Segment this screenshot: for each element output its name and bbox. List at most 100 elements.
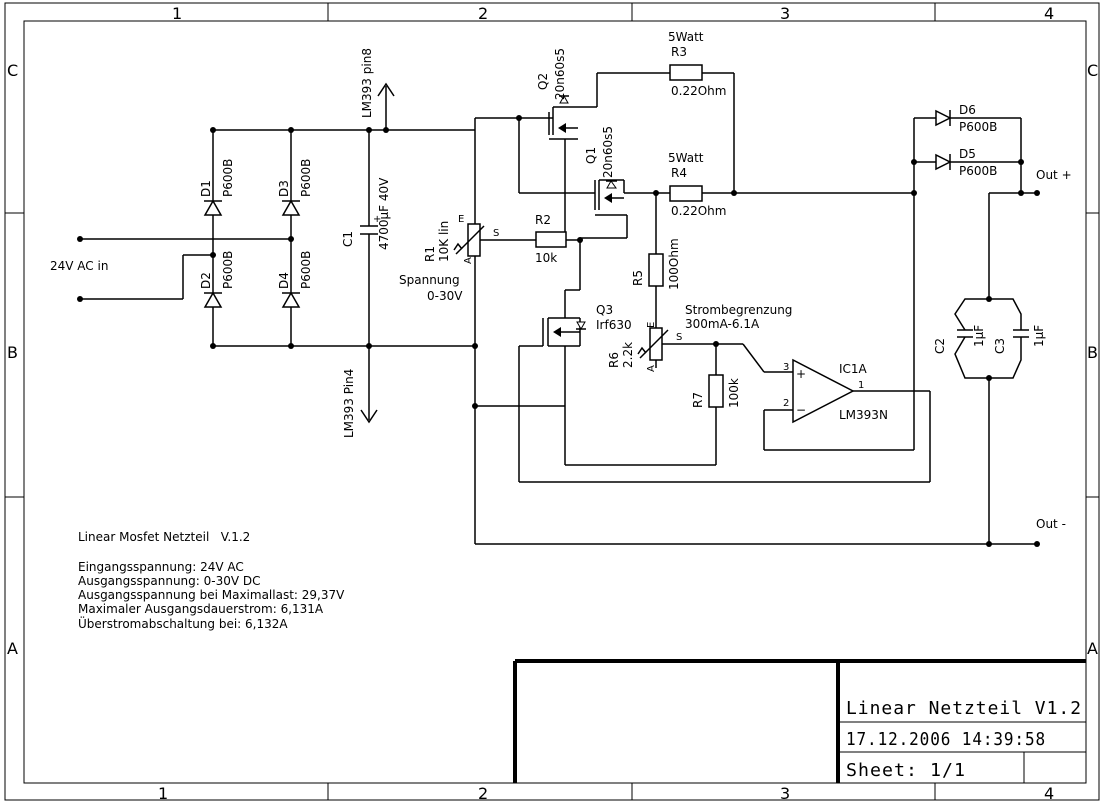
q1-name: Q1 [584,147,598,164]
row-label-c-left: C [7,61,18,80]
resistor-r4: 5Watt R4 0.22Ohm [624,151,914,218]
ic1a-pin-plus: + [796,367,806,381]
note-line-3: Ausgangsspannung bei Maximallast: 29,37V [78,588,345,602]
col-label-1-top: 1 [172,4,182,23]
lm393-pin8-label: LM393 pin8 [360,48,374,118]
out-plus-label: Out + [1036,168,1072,182]
r6-pin-s: S [676,332,682,343]
bridge-rectifier: D1 P600B D2 P600B D3 P600B D4 P600B 24V … [50,127,478,349]
ic1a-pin-3: 3 [783,362,789,373]
r5-name: R5 [631,270,645,286]
row-label-b-right: B [1087,343,1098,362]
spannung-range: 0-30V [427,289,463,303]
r4-rating: 5Watt [668,151,704,165]
c1-value: 4700µF 40V [377,177,391,250]
c2-value: 1µF [972,325,986,347]
output-diodes: D6 P600B D5 P600B Out + Out - [911,103,1072,531]
r7-name: R7 [691,392,705,408]
d5-value: P600B [959,164,997,178]
resistor-r2: R2 10k [535,213,583,318]
ic1a-pin-1: 1 [858,380,864,391]
r7-value: 100k [727,378,741,408]
row-label-a-left: A [7,639,18,658]
q1-value: 20n60s5 [601,126,615,178]
c1-name: C1 [341,231,355,247]
col-label-4-top: 4 [1044,4,1054,23]
d1-value: P600B [221,159,235,197]
ic1a-name: IC1A [839,362,868,376]
note-line-5: Überstromabschaltung bei: 6,132A [78,615,288,631]
title-block: Linear Netzteil V1.2 17.12.2006 14:39:58… [513,659,1086,783]
r4-value: 0.22Ohm [671,204,726,218]
d1-name: D1 [199,180,213,197]
lm393-pin8-arrow: LM393 pin8 [360,48,395,130]
r3-name: R3 [671,45,687,59]
diode-d1 [203,199,223,216]
r6-name: R6 [607,352,621,368]
d2-value: P600B [221,251,235,289]
col-label-1-bottom: 1 [158,784,168,803]
r3-value: 0.22Ohm [671,84,726,98]
note-line-4: Maximaler Ausgangsdauerstrom: 6,131A [78,602,324,616]
lm393-pin4-label: LM393 Pin4 [342,369,356,438]
resistor-r5: R5 100Ohm [631,193,681,328]
date-text: 17.12.2006 14:39:58 [846,729,1046,750]
r2-value: 10k [535,251,557,265]
c3-name: C3 [993,338,1007,354]
r2-name: R2 [535,213,551,227]
strombegrenzung-range: 300mA-6.1A [685,317,760,331]
comparator-ic1a: + − 3 2 1 IC1A LM393N [763,193,930,451]
d4-value: P600B [299,251,313,289]
potentiometer-r6: E A S R6 2.2k Strombegrenzung 300mA-6.1A [607,303,793,373]
r6-pin-a: A [646,365,657,372]
col-label-2-bottom: 2 [478,784,488,803]
d3-value: P600B [299,159,313,197]
col-label-2-top: 2 [478,4,488,23]
r1-pin-a: A [463,257,474,264]
mosfet-q2: Q2 20n60s5 [536,48,598,240]
c1-plus: + [373,214,381,225]
grid-labels: 1 2 3 4 1 2 3 4 C B A C B A [7,4,1098,803]
mosfet-q1: Q1 20n60s5 [580,126,628,239]
r6-value: 2.2k [621,342,635,368]
resistor-r3: 5Watt R3 0.22Ohm [597,30,735,193]
note-line-1: Eingangsspannung: 24V AC [78,560,244,574]
d2-name: D2 [199,272,213,289]
r1-pin-s: S [493,228,499,239]
d6-name: D6 [959,103,976,117]
title-text: Linear Netzteil V1.2 [846,698,1082,719]
ac-input-label: 24V AC in [50,259,108,273]
d5-name: D5 [959,147,976,161]
spannung-label: Spannung [399,273,460,287]
notes: Linear Mosfet Netzteil V.1.2 Eingangsspa… [78,530,345,631]
col-label-3-top: 3 [780,4,790,23]
col-label-3-bottom: 3 [780,784,790,803]
lm393-pin4-arrow: LM393 Pin4 [342,346,378,438]
ic1a-pin-minus: − [796,403,806,417]
row-label-c-right: C [1087,61,1098,80]
drawing-frame [4,2,1100,801]
potentiometer-r1: E A S R1 10K lin Spannung 0-30V [399,214,536,303]
r6-pin-e: E [646,322,657,328]
r4-name: R4 [671,166,687,180]
mosfet-q3: Q3 Irf630 [518,303,931,483]
q3-value: Irf630 [596,318,632,332]
c3-value: 1µF [1032,325,1046,347]
out-minus-label: Out - [1036,517,1066,531]
r5-value: 100Ohm [667,238,681,290]
q3-name: Q3 [596,303,613,317]
ic1a-pin-2: 2 [783,398,789,409]
d3-name: D3 [277,180,291,197]
c2-name: C2 [933,338,947,354]
r3-rating: 5Watt [668,30,704,44]
row-label-a-right: A [1087,639,1098,658]
d4-name: D4 [277,272,291,289]
row-label-b-left: B [7,343,18,362]
output-capacitors: C2 1µF C3 1µF [933,192,1046,544]
q2-value: 20n60s5 [553,48,567,100]
diode-d2 [203,291,223,308]
r1-pin-e: E [458,214,464,225]
main-wiring [472,115,1040,547]
resistor-r7: R7 100k [691,344,741,465]
